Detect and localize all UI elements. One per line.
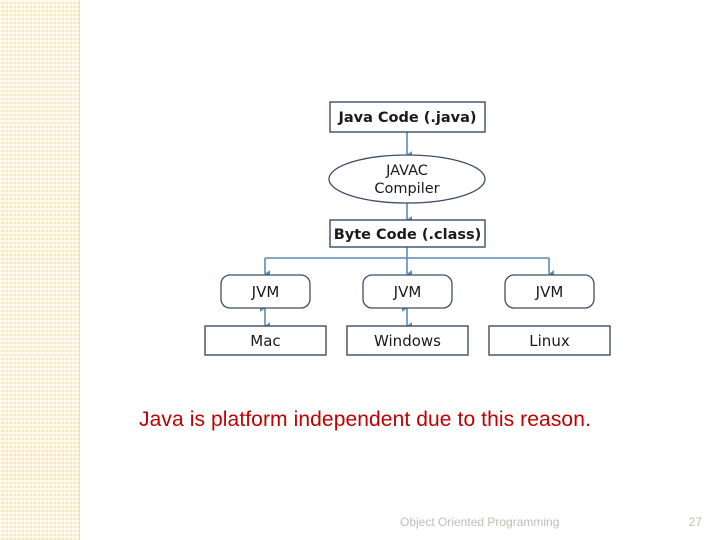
footer-page-number: 27 (688, 515, 702, 529)
diagram-connectors (259, 132, 554, 330)
node-jvm-mac-label: JVM (251, 283, 280, 301)
node-java-source: Java Code (.java) (329, 101, 486, 133)
node-os-windows-label: Windows (374, 332, 441, 350)
node-byte-code: Byte Code (.class) (329, 219, 486, 248)
footer-course-title: Object Oriented Programming (400, 515, 560, 529)
node-jvm-linux-label: JVM (535, 283, 564, 301)
node-jvm-windows-label: JVM (393, 283, 422, 301)
node-javac-compiler: JAVAC Compiler (328, 154, 486, 204)
node-java-source-label: Java Code (.java) (337, 110, 476, 126)
platform-independence-statement: Java is platform independent due to this… (139, 408, 591, 431)
node-jvm-linux: JVM (504, 274, 595, 309)
node-jvm-windows: JVM (362, 274, 453, 309)
node-javac-compiler-label-line1: JAVAC (385, 163, 428, 179)
node-os-windows: Windows (346, 325, 469, 356)
node-jvm-mac: JVM (220, 274, 311, 309)
java-compilation-diagram: Java Code (.java) JAVAC Compiler Byte Co… (195, 92, 625, 367)
sidebar-divider (79, 0, 80, 540)
node-os-mac: Mac (204, 325, 327, 356)
node-javac-compiler-label-line2: Compiler (374, 181, 439, 197)
slide-footer: Object Oriented Programming 27 (400, 512, 710, 532)
sidebar-texture-band (0, 0, 79, 540)
node-byte-code-label: Byte Code (.class) (334, 227, 482, 243)
node-os-linux: Linux (488, 325, 611, 356)
node-os-linux-label: Linux (529, 332, 570, 350)
node-os-mac-label: Mac (250, 332, 280, 350)
